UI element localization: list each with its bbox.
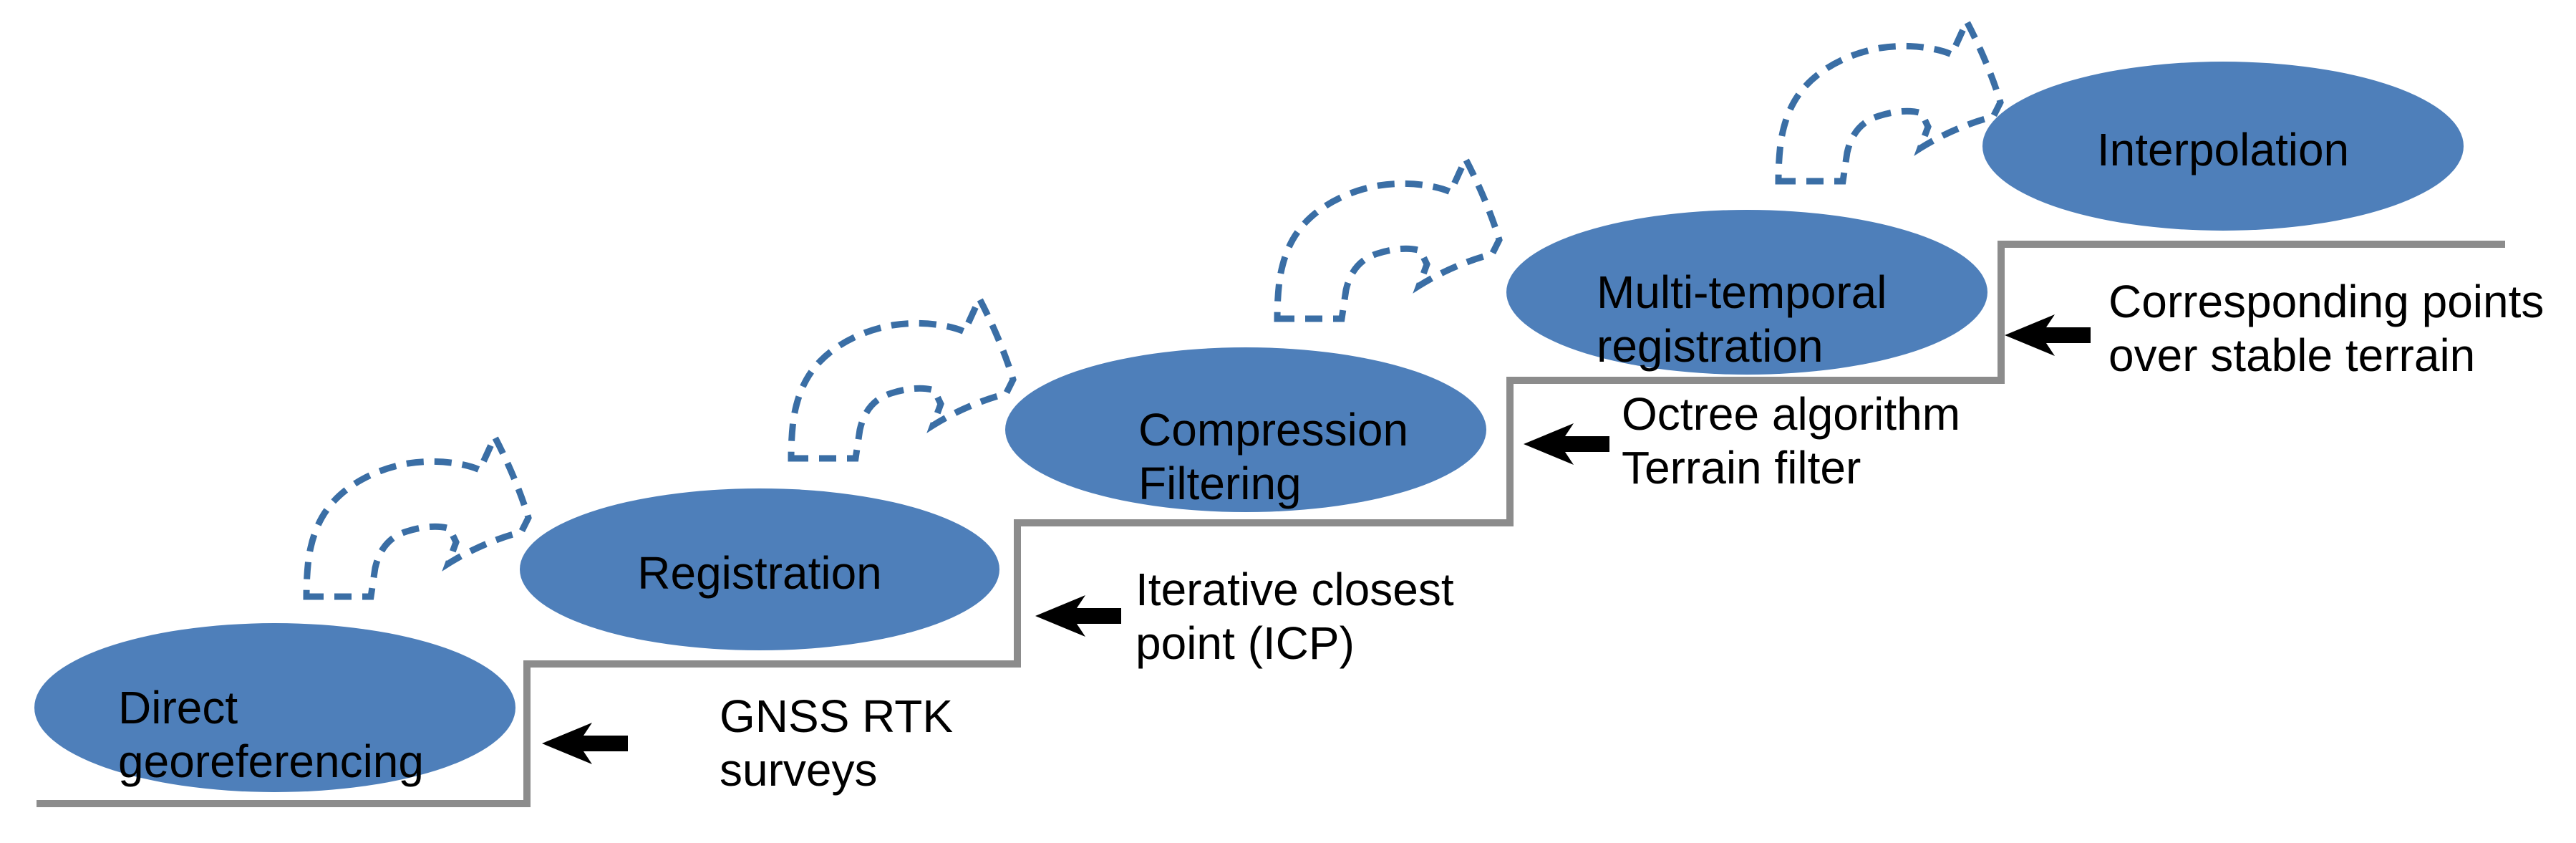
annotation-text: over stable terrain (2108, 329, 2475, 381)
stage-label: Direct (118, 682, 238, 733)
left-arrow-icon (542, 723, 628, 764)
left-arrow-icon (1524, 423, 1609, 465)
stage-label: Registration (637, 547, 882, 599)
annotation-texts: GNSS RTK surveys Iterative closest point… (720, 276, 2544, 796)
stage-label: registration (1597, 320, 1824, 372)
left-arrow-icon (1035, 595, 1121, 637)
annotation-text: Terrain filter (1622, 442, 1861, 493)
stage-ellipse-direct-georeferencing (34, 623, 515, 792)
annotation-text: point (ICP) (1136, 617, 1355, 669)
dashed-arrow-group (303, 14, 2004, 600)
stage-ellipse-registration (520, 488, 999, 650)
stage-ellipse-interpolation (1982, 62, 2464, 231)
annotation-text: GNSS RTK (720, 690, 953, 742)
stage-label: Compression (1138, 404, 1408, 456)
curved-dashed-arrow-icon (303, 429, 532, 600)
stage-label: Filtering (1138, 458, 1302, 509)
stage-ellipse-multi-temporal-registration (1506, 210, 1987, 375)
stage-label: Interpolation (2097, 124, 2349, 175)
curved-dashed-arrow-icon (1775, 14, 2004, 185)
stage-labels: Direct georeferencing Registration Compr… (118, 124, 2349, 787)
stage-ellipse-compression-filtering (1005, 347, 1486, 512)
stage-label: Multi-temporal (1597, 266, 1887, 318)
stage-ellipses (34, 62, 2464, 792)
staircase-line (37, 241, 2505, 807)
curved-dashed-arrow-icon (1274, 151, 1503, 322)
annotation-text: Iterative closest (1136, 564, 1454, 615)
annotation-text: Octree algorithm (1622, 388, 1960, 440)
curved-dashed-arrow-icon (788, 291, 1017, 462)
annotation-text: Corresponding points (2108, 276, 2544, 327)
stage-label: georeferencing (118, 736, 424, 787)
annotation-arrows (542, 314, 2091, 764)
annotation-text: surveys (720, 744, 878, 796)
left-arrow-icon (2005, 314, 2091, 356)
